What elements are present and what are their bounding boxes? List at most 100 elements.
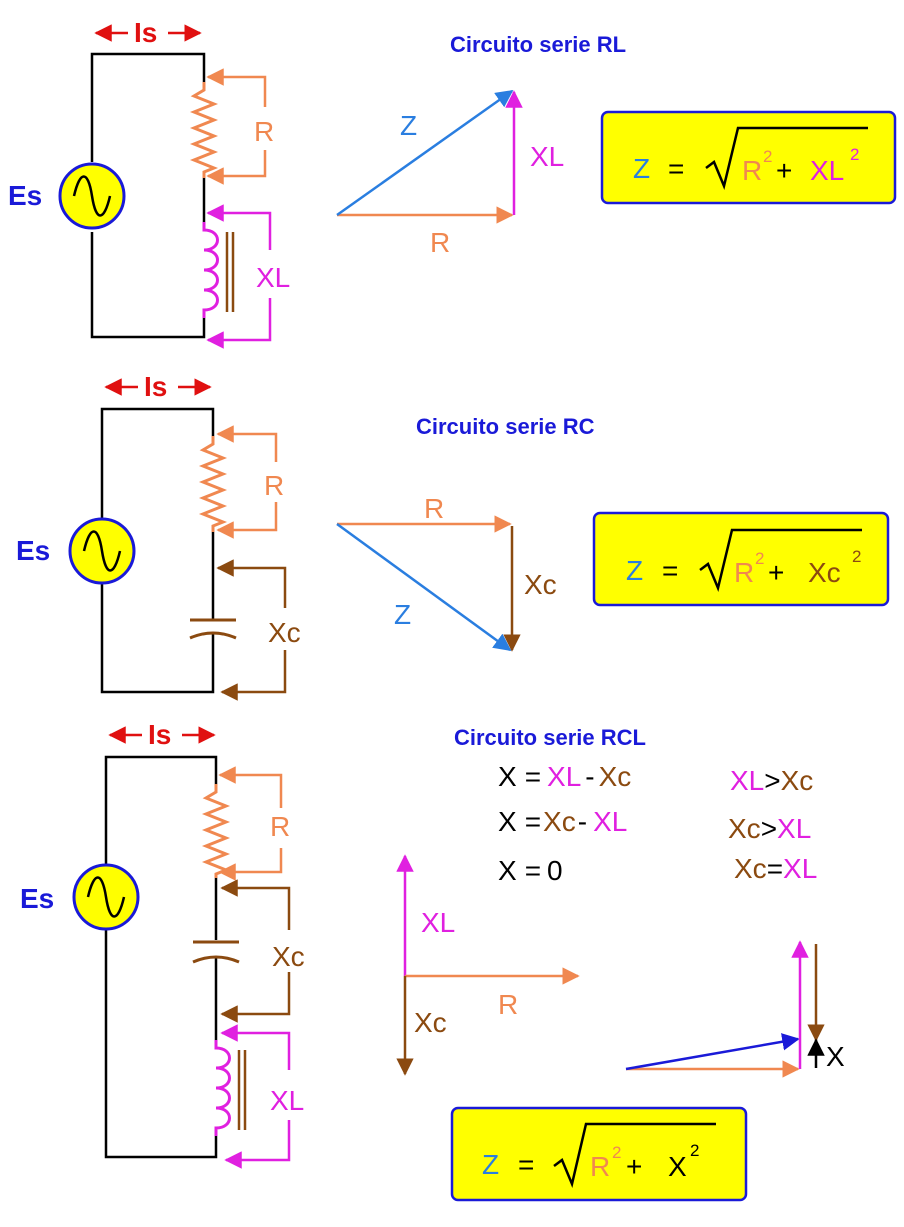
rc-section: Is Es R Xc Circuito serie RC R <box>16 371 890 701</box>
inductor-icon <box>214 1040 231 1136</box>
formula-equals: = <box>518 1149 534 1180</box>
r-label: R <box>254 116 274 147</box>
r-vector-label: R <box>430 227 450 258</box>
wire <box>100 584 215 694</box>
formula-equals: = <box>668 153 684 184</box>
rcl-vectors: XL R Xc <box>396 854 580 1076</box>
xc-bracket <box>220 650 287 701</box>
formula-exp1: 2 <box>763 147 772 166</box>
xc-bracket <box>220 879 291 930</box>
z-vector <box>336 89 514 217</box>
resistor-icon <box>189 82 219 178</box>
xc-label: Xc <box>272 941 305 972</box>
r-bracket <box>216 502 278 539</box>
rl-vectors: Z XL R <box>336 89 564 258</box>
sqrt-icon <box>553 1122 716 1189</box>
xc-vector-label: Xc <box>524 569 557 600</box>
xl-bracket <box>206 204 272 250</box>
wire <box>104 930 218 1159</box>
rcl-resultant-vectors: X <box>625 940 845 1078</box>
ac-source-icon <box>72 863 140 931</box>
formula-equals: = <box>662 555 678 586</box>
formula-lhs: Z <box>633 153 650 184</box>
formula-lhs: Z <box>482 1149 499 1180</box>
rcl-title: Circuito serie RCL <box>454 725 646 750</box>
formula-term2: X <box>668 1151 687 1182</box>
reactance-equations: X=XL-Xc X=Xc-XL X=0 <box>498 761 631 886</box>
x-vector-label: X <box>826 1041 845 1072</box>
rl-formula-box: Z = R 2 + XL 2 <box>600 110 897 205</box>
rl-title: Circuito serie RL <box>450 32 626 57</box>
wire <box>100 407 215 518</box>
current-label: Is <box>148 719 171 750</box>
formula-term1: R <box>590 1151 610 1182</box>
current-label: Is <box>134 17 157 48</box>
resistor-icon <box>201 784 231 878</box>
sqrt-icon <box>705 126 868 191</box>
rcl-formula-box: Z = R 2 + X 2 <box>450 1106 748 1202</box>
source-label: Es <box>16 535 50 566</box>
ac-source-icon <box>58 162 126 230</box>
formula-exp2: 2 <box>850 145 859 164</box>
r-bracket <box>218 766 283 808</box>
xc-label: Xc <box>268 617 301 648</box>
formula-plus: + <box>626 1151 642 1182</box>
r-bracket <box>206 150 267 185</box>
capacitor-icon <box>189 618 237 640</box>
xl-bracket <box>220 1024 291 1070</box>
wire <box>90 52 206 162</box>
capacitor-icon <box>192 940 240 964</box>
resistor-icon <box>198 436 228 532</box>
wire <box>90 232 206 339</box>
r-bracket <box>218 848 283 881</box>
formula-plus: + <box>768 557 784 588</box>
formula-exp2: 2 <box>852 547 861 566</box>
xc-vector-label: Xc <box>414 1007 447 1038</box>
source-label: Es <box>20 883 54 914</box>
r-vector-label: R <box>424 493 444 524</box>
sqrt-icon <box>699 528 862 593</box>
z-vector-label: Z <box>400 110 417 141</box>
rc-circuit: Is Es R Xc <box>16 371 301 701</box>
formula-plus: + <box>776 155 792 186</box>
rcl-circuit: Is Es R Xc XL <box>20 719 305 1169</box>
formula-term1: R <box>742 155 762 186</box>
rcl-section: Is Es R Xc XL Circuito s <box>20 719 845 1202</box>
inductor-icon <box>202 222 219 318</box>
equation: X=XL-Xc <box>498 761 631 792</box>
formula-term2: Xc <box>808 557 841 588</box>
xl-vector-label: XL <box>530 141 564 172</box>
condition: Xc=XL <box>734 853 817 884</box>
formula-exp1: 2 <box>612 1143 621 1162</box>
z-vector-label: Z <box>394 599 411 630</box>
rl-section: Is Es R XL Circuito serie RL <box>8 17 897 349</box>
formula-term2: XL <box>810 155 844 186</box>
current-label: Is <box>144 371 167 402</box>
z-vector <box>336 522 512 652</box>
xl-label: XL <box>256 262 290 293</box>
z-vector <box>625 1033 800 1071</box>
wire <box>104 755 218 864</box>
formula-lhs: Z <box>626 555 643 586</box>
r-label: R <box>270 811 290 842</box>
xl-vector-label: XL <box>421 907 455 938</box>
rc-vectors: R Xc Z <box>336 493 557 652</box>
r-bracket <box>216 425 278 462</box>
formula-exp1: 2 <box>755 549 764 568</box>
xl-bracket <box>206 298 272 349</box>
r-label: R <box>264 470 284 501</box>
xl-bracket <box>224 1120 291 1169</box>
formula-exp2: 2 <box>690 1141 699 1160</box>
rc-title: Circuito serie RC <box>416 414 595 439</box>
rl-circuit: Is Es R XL <box>8 17 290 349</box>
reactance-conditions: XL>Xc Xc>XL Xc=XL <box>728 765 817 884</box>
rc-formula-box: Z = R 2 + Xc 2 <box>592 511 890 607</box>
r-vector-label: R <box>498 989 518 1020</box>
formula-term1: R <box>734 557 754 588</box>
r-bracket <box>206 68 267 107</box>
xl-label: XL <box>270 1085 304 1116</box>
equation: X=Xc-XL <box>498 806 627 837</box>
xc-bracket <box>216 559 287 608</box>
condition: Xc>XL <box>728 813 811 844</box>
